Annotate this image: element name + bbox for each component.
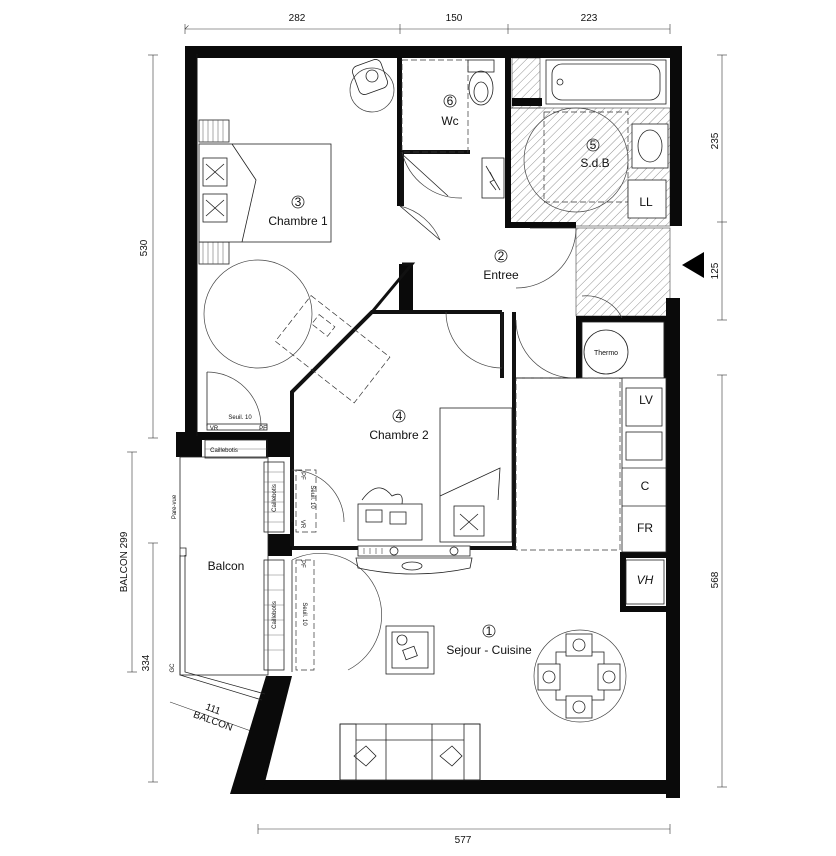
c-label: C [641,479,650,493]
vh-label: VH [637,573,654,587]
fr-label: FR [637,521,653,535]
dimension-lines [127,24,727,834]
balcony [179,439,285,701]
dim-left-main: 530 [139,239,150,256]
fixture-labels: Thermo LL LV C FR VH Seuil. 10 Seuil. 10… [170,195,654,673]
caillebotis-label-1: Caillebotis [210,448,238,454]
svg-text:4: 4 [396,409,403,423]
ll-label: LL [639,195,653,209]
svg-text:Chambre 1: Chambre 1 [268,214,328,228]
wc-fixtures [401,59,505,199]
vr-label-1: VR [210,426,219,432]
caillebotis-label-2: Caillebotis [272,484,278,512]
svg-text:Wc: Wc [441,114,458,128]
svg-text:Chambre 2: Chambre 2 [369,428,429,442]
seuil-label-3: Seuil. 10 [301,602,307,626]
vr-label-2: VR [299,520,305,529]
lv-label: LV [639,393,653,407]
bathroom-fixtures [523,59,669,219]
dim-balcon-small-num: 111 [204,702,222,718]
svg-text:1: 1 [486,624,493,638]
doors [203,67,623,672]
balcon-label: Balcon [208,559,245,573]
room-label-chambre2: 4 Chambre 2 [369,409,429,442]
room-label-chambre1: 3 Chambre 1 [268,195,328,228]
pf-label-2: PF [299,560,305,568]
entry-arrow [682,252,704,278]
pare-vue-label: Pare-vue [172,494,178,519]
seuil-label-1: Seuil. 10 [228,415,252,421]
thermo-label: Thermo [594,350,618,357]
chambre1-furniture [198,59,391,404]
walls [176,46,682,798]
room-label-sejour: 1 Sejour - Cuisine [446,624,532,657]
dim-left-balcon-lower: 334 [141,654,152,671]
dim-top-1: 282 [289,13,306,24]
dim-right-mid: 125 [710,262,721,279]
dim-left-balcon: BALCON 299 [119,531,130,592]
pf-label-1: PF [299,472,305,480]
sejour-furniture [339,625,627,781]
svg-text:2: 2 [498,249,505,263]
pf-label-3: PF [259,426,267,432]
room-label-wc: 6 Wc [441,94,458,128]
dim-bottom: 577 [455,835,472,846]
svg-text:Entree: Entree [483,268,519,282]
svg-text:3: 3 [295,195,302,209]
room-labels: 1 Sejour - Cuisine 2 Entree 3 Chambre 1 … [208,94,610,657]
gc-label: GC [170,663,176,673]
kitchen-fixtures [515,321,667,605]
dim-right-lower: 568 [710,571,721,588]
room-label-sdb: 5 S.d.B [580,138,609,170]
room-label-entree: 2 Entree [483,249,519,282]
technical-shafts [509,57,671,317]
dim-top-2: 150 [446,13,463,24]
seuil-label-2: Seuil. 10 [309,485,315,509]
svg-text:6: 6 [447,94,454,108]
chambre2-furniture [355,407,513,575]
dim-right-upper: 235 [710,132,721,149]
caillebotis-label-3: Caillebotis [272,601,278,629]
svg-text:Sejour - Cuisine: Sejour - Cuisine [446,643,532,657]
svg-text:5: 5 [590,138,597,152]
dim-top-3: 223 [581,13,598,24]
svg-text:S.d.B: S.d.B [580,156,609,170]
